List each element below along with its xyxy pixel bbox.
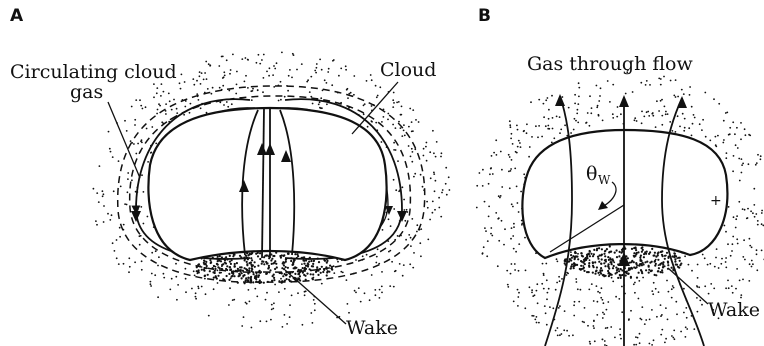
panel-b: B Gas through flow θ W + Wake — [476, 6, 764, 346]
panel-b-label-theta-sub: W — [598, 173, 611, 187]
panel-a-leader-circulating — [108, 102, 140, 178]
panel-b-arrow-up-left — [555, 94, 565, 106]
panel-b-label-wake: Wake — [708, 299, 760, 321]
panel-a-label-circulating-line2: gas — [70, 81, 103, 103]
panel-b-leader-wake — [668, 268, 708, 304]
panel-a-letter: A — [10, 6, 24, 26]
panel-b-letter: B — [478, 6, 491, 26]
panel-a-wake-region — [196, 252, 334, 285]
panel-b-label-gas-through-flow: Gas through flow — [527, 53, 693, 75]
panel-a-label-cloud: Cloud — [380, 59, 436, 81]
panel-a: A Circulating cloud gas Cloud — [10, 6, 450, 339]
panel-b-arrow-up-center — [619, 95, 629, 107]
panel-b-label-theta: θ — [586, 163, 597, 185]
panel-a-leader-cloud — [352, 82, 398, 134]
panel-a-leader-wake — [285, 270, 346, 324]
panel-b-small-plus-mark: + — [710, 193, 722, 209]
panel-a-label-circulating-line1: Circulating cloud — [10, 61, 177, 83]
panel-a-label-wake: Wake — [346, 317, 398, 339]
panel-b-arrow-up-right — [677, 96, 687, 108]
panel-a-bubble — [148, 108, 386, 260]
